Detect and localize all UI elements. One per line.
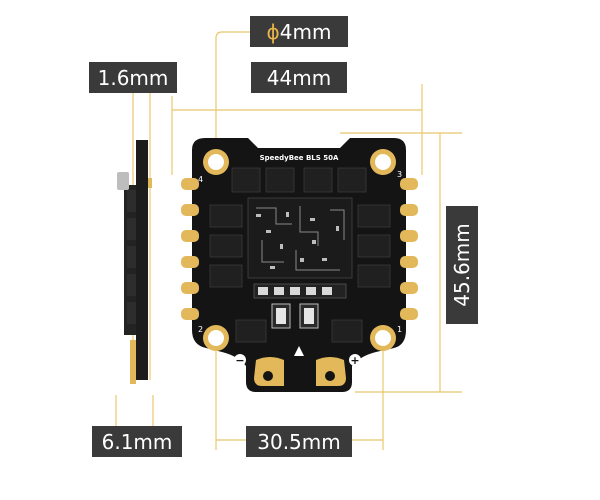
circuit-traces [256,206,345,271]
esc-side-view [117,140,152,384]
side-solder-pad-top [148,178,152,188]
side-pcb [136,140,148,380]
svg-text:+: + [350,354,359,367]
svg-text:44mm: 44mm [267,66,331,90]
svg-text:−: − [235,354,244,367]
label-board-height: 45.6mm [446,206,478,324]
label-pcb-thickness: 1.6mm [89,62,177,93]
label-mount-spacing: 30.5mm [246,426,352,457]
motor-pads-right [400,178,418,320]
orientation-arrow-icon [294,346,304,356]
mosfet-chips [209,167,391,343]
plus-symbol-icon: + [349,354,361,367]
svg-text:30.5mm: 30.5mm [257,430,341,454]
mount-hole-bottom-right [370,325,396,351]
corner-number-bottom-left: 2 [198,325,203,334]
svg-text:6.1mm: 6.1mm [102,430,173,454]
hole-diameter-leader [215,31,250,150]
corner-number-top-left: 4 [198,175,203,184]
phi-symbol: ϕ [267,20,280,44]
corner-number-bottom-right: 1 [397,325,402,334]
mount-hole-top-right [370,149,396,175]
motor-pads-left [181,178,199,320]
svg-text:45.6mm: 45.6mm [450,223,474,307]
label-side-thickness: 6.1mm [92,426,182,457]
esc-top-view: 4 3 2 1 SpeedyBee BLS 50A [181,138,418,392]
minus-symbol-icon: − [234,354,246,367]
side-components [127,190,136,324]
power-pad-negative-hole [263,371,273,381]
label-hole-diameter: ϕ4mm [250,16,348,47]
power-pad-positive-hole [325,371,335,381]
current-sense-resistors [253,283,347,329]
model-name-silkscreen: SpeedyBee BLS 50A [260,154,339,162]
hole-diameter-value: 4mm [280,20,332,44]
label-board-width: 44mm [251,62,347,93]
small-components [256,212,339,269]
side-capacitor [117,172,129,190]
corner-number-top-right: 3 [397,170,402,179]
side-power-pad [130,340,136,384]
mount-hole-bottom-left [203,325,229,351]
svg-text:ϕ4mm: ϕ4mm [267,20,332,44]
mount-hole-top-left [203,149,229,175]
svg-text:1.6mm: 1.6mm [98,66,169,90]
